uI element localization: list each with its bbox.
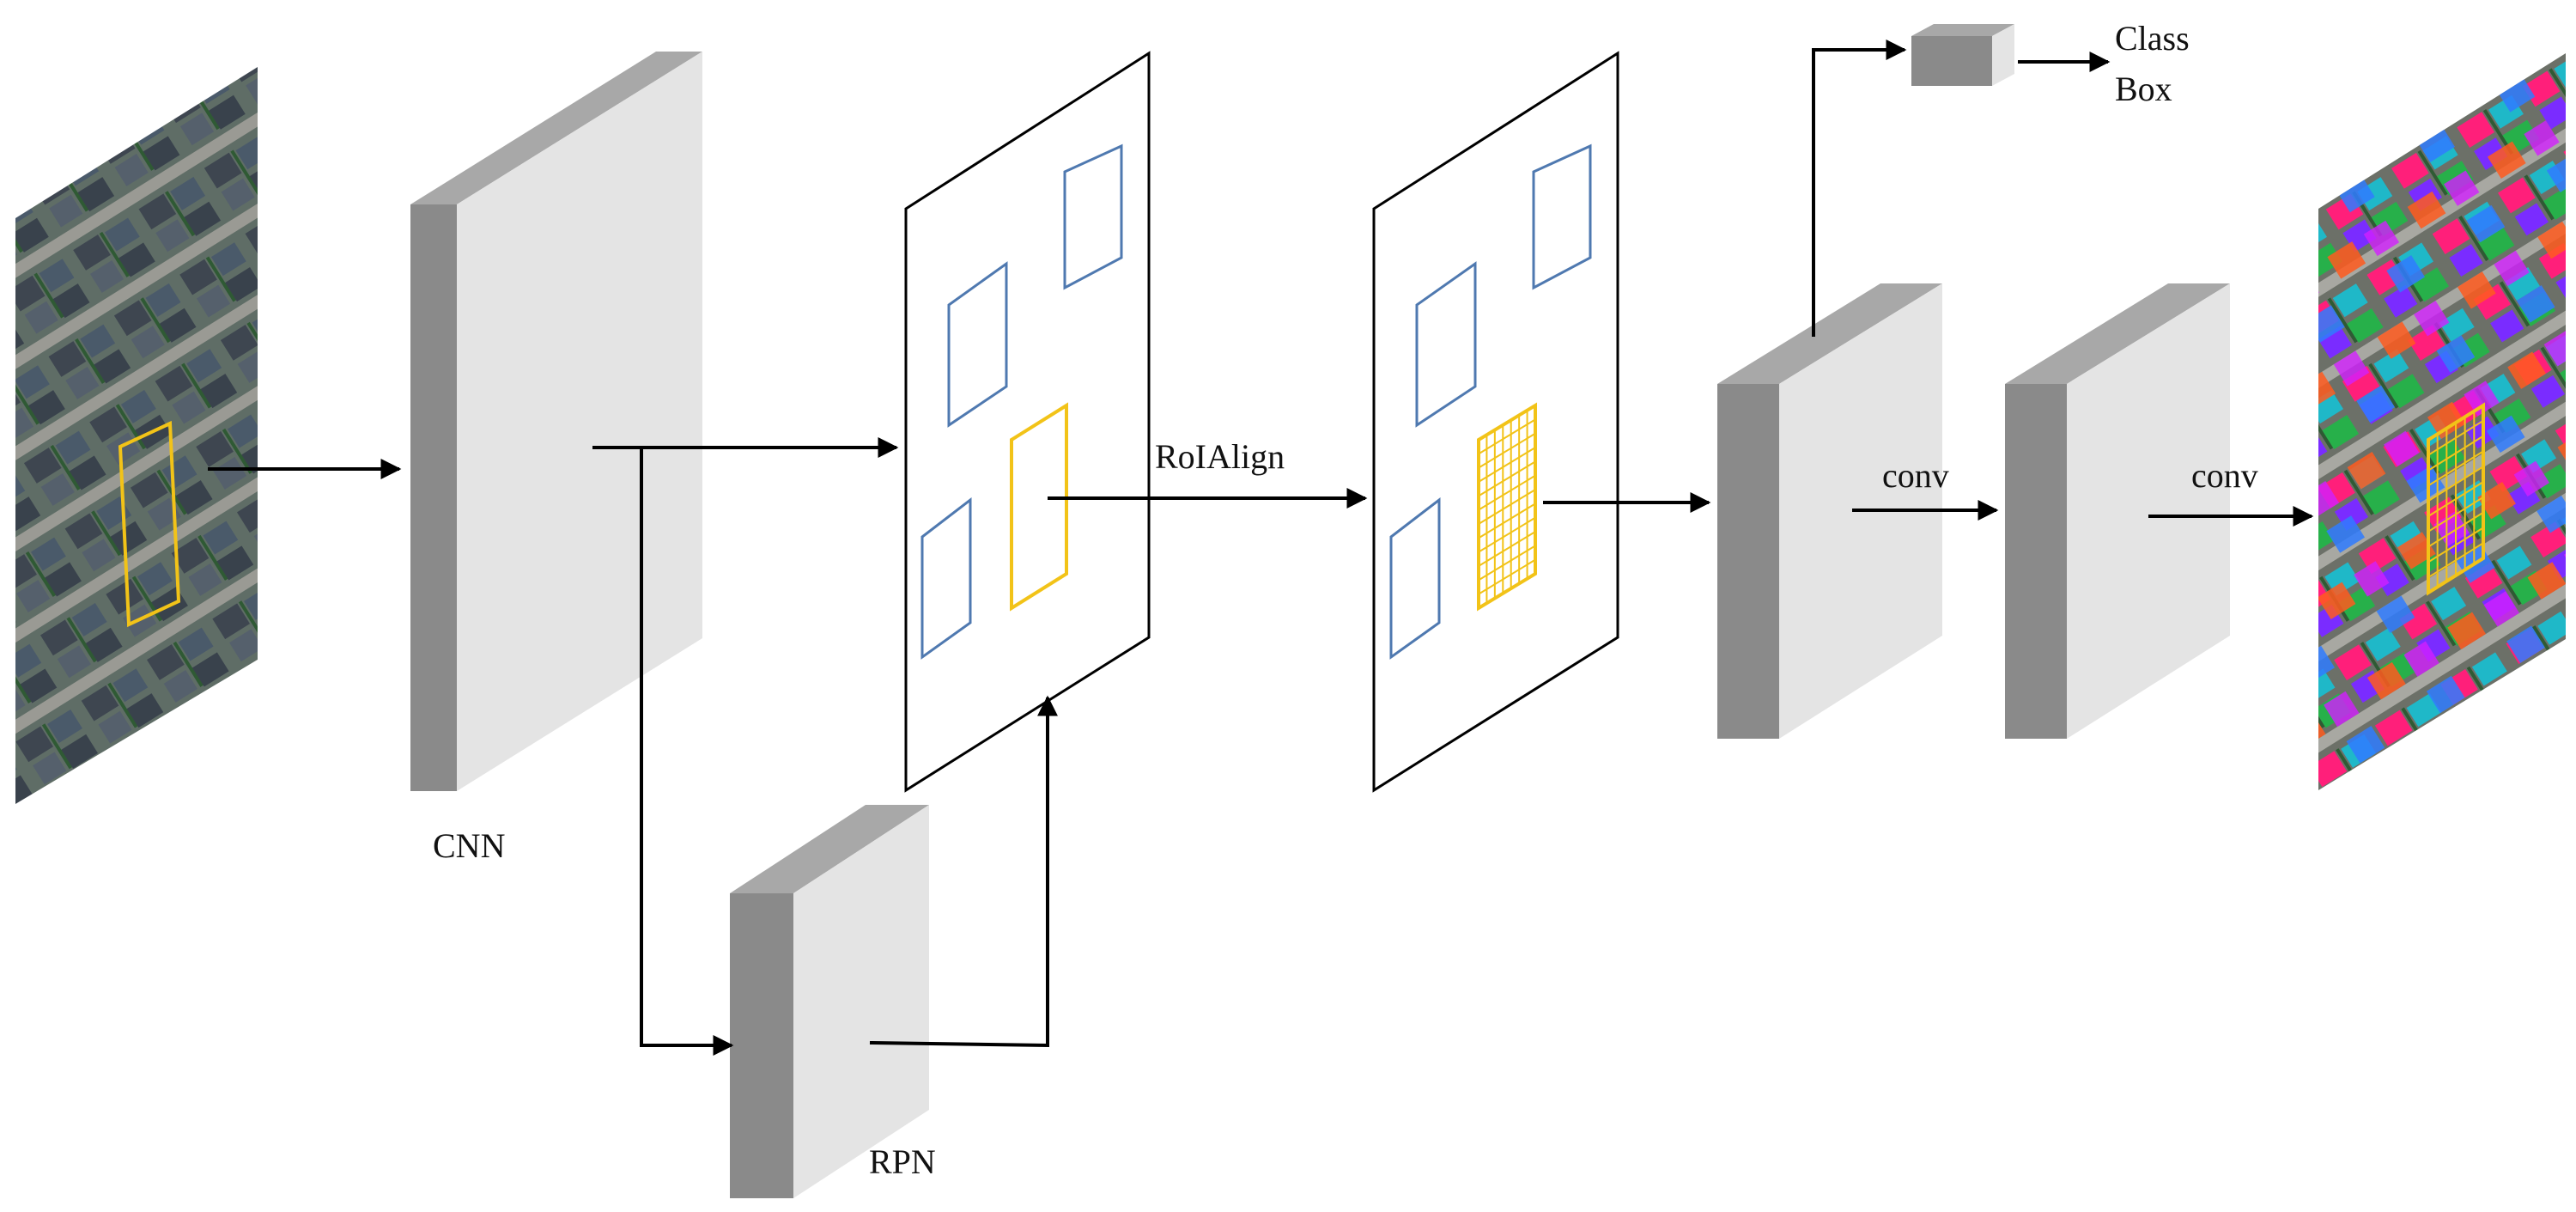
proposal-feature-map [904, 51, 1151, 793]
proposal-box-highlight [1010, 402, 1068, 612]
head1-front-face [1717, 384, 1779, 739]
grid-line [2427, 435, 2484, 472]
conv-label-1: conv [1882, 456, 1949, 495]
class-box-head [1911, 24, 2014, 86]
conv-label-2: conv [2191, 456, 2258, 495]
grid-line [1478, 558, 1536, 595]
roialign-plane [1372, 51, 1619, 793]
head2-front-face [2005, 384, 2067, 739]
arrow-cnn-to-rpn [640, 448, 734, 1056]
roialign-label: RoIAlign [1155, 437, 1285, 476]
grid-line [2427, 496, 2484, 533]
roialign-feature-map [1372, 51, 1619, 793]
roi-box-3 [1389, 496, 1441, 660]
head2-top-face [2005, 283, 2230, 384]
grid-line [2427, 481, 2484, 517]
rpn-front-face [730, 893, 793, 1198]
grid-line [1478, 418, 1536, 455]
clsbox-top-face [1911, 24, 2014, 36]
arrow-rpn-to-proposals [869, 695, 1058, 1048]
grid-line [2427, 419, 2484, 456]
grid-line [1478, 474, 1536, 511]
grid-line [1478, 489, 1536, 525]
grid-line [2427, 542, 2484, 579]
rpn-top-face [730, 805, 929, 893]
roi-aligned-grid [1477, 402, 1537, 612]
grid-line [1478, 531, 1536, 567]
grid-line [2427, 450, 2484, 487]
roi-box-1 [1532, 143, 1592, 290]
grid-line [1478, 460, 1536, 497]
roi-box-2 [1415, 261, 1477, 428]
cnn-front-face [410, 204, 457, 791]
grid-line [1478, 502, 1536, 539]
output-roi-grid [2427, 402, 2485, 596]
head2-side-face [2067, 283, 2230, 739]
rpn-side-face [793, 805, 929, 1198]
proposal-box-1 [1063, 143, 1123, 290]
grid-line [1478, 516, 1536, 553]
rpn-label: RPN [869, 1142, 936, 1181]
rpn-block [730, 805, 929, 1198]
arrows [208, 40, 2314, 1056]
head1-top-face [1717, 283, 1942, 384]
grid-line [1478, 545, 1536, 582]
box-label: Box [2115, 70, 2172, 108]
output-image [2318, 53, 2566, 790]
cnn-label: CNN [433, 826, 505, 865]
grid-line [1478, 432, 1536, 469]
input-image [15, 67, 258, 804]
grid-line [2427, 466, 2484, 502]
clsbox-side-face [1992, 24, 2014, 86]
proposal-box-3 [920, 496, 972, 660]
cnn-block [410, 52, 702, 791]
cnn-top-face [410, 52, 702, 204]
head-block-2 [2005, 283, 2230, 739]
clsbox-front-face [1911, 36, 1992, 86]
proposal-box-2 [947, 261, 1008, 428]
arrow-head-to-classbox [1812, 40, 1907, 337]
class-label: Class [2115, 19, 2190, 58]
input-roi-box [118, 420, 181, 628]
grid-line [1478, 447, 1536, 483]
grid-line [2427, 511, 2484, 548]
proposal-plane [904, 51, 1151, 793]
grid-line [2427, 527, 2484, 563]
